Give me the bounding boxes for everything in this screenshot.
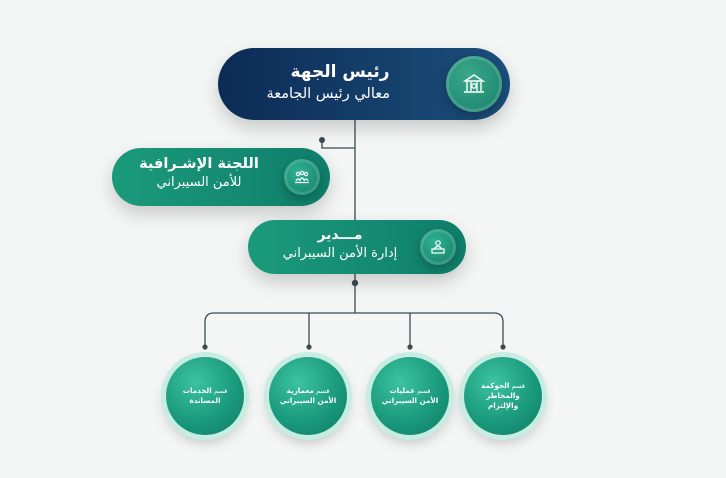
dept-name-line3: والإلتزام bbox=[487, 400, 519, 410]
manager-subtitle: إدارة الأمن السيبراني bbox=[282, 246, 398, 261]
committee-node-dot bbox=[319, 137, 325, 143]
committee-text: اللجنة الإشـرافية للأمن السيبراني bbox=[128, 156, 270, 190]
university-building-icon bbox=[446, 56, 502, 112]
dept-prefix: قسم bbox=[417, 387, 431, 396]
dept-name-line2: الأمن السيبراني bbox=[381, 396, 439, 406]
dept-prefix: قسم bbox=[316, 387, 330, 396]
committee-subtitle: للأمن السيبراني bbox=[156, 175, 242, 190]
committee-node: اللجنة الإشـرافية للأمن السيبراني bbox=[112, 148, 330, 206]
head-title: رئيس الجهة bbox=[290, 62, 390, 82]
department-operations-circle: قسم عمليات الأمن السيبراني bbox=[371, 357, 449, 435]
manager-text: مـــدير إدارة الأمن السيبراني bbox=[272, 227, 408, 261]
dept-name-line1: معمارية bbox=[286, 386, 314, 396]
dept-name-line1: الحوكمة bbox=[481, 381, 510, 391]
manager-node: مـــدير إدارة الأمن السيبراني bbox=[248, 220, 466, 274]
dept-name-line2: المساندة bbox=[189, 396, 221, 406]
head-subtitle: معالي رئيس الجامعة bbox=[266, 86, 390, 102]
department-bus-line bbox=[204, 312, 504, 345]
dept-name-line2: الأمن السيبراني bbox=[279, 396, 337, 406]
manager-desk-icon bbox=[420, 229, 456, 265]
manager-title: مـــدير bbox=[317, 227, 363, 243]
dept-name-line1: عمليات bbox=[389, 386, 415, 396]
department-governance-circle: قسم الحوكمة والمخاطر والإلتزام bbox=[464, 357, 542, 435]
dept-dot-2 bbox=[407, 344, 413, 350]
dept-prefix: قسم bbox=[511, 382, 525, 391]
department-support-services-circle: قسم الخدمات المساندة bbox=[166, 357, 244, 435]
dept-name-line2: والمخاطر bbox=[486, 391, 520, 401]
dept-prefix: قسم bbox=[213, 387, 228, 396]
head-node: رئيس الجهة معالي رئيس الجامعة bbox=[218, 48, 510, 120]
committee-title: اللجنة الإشـرافية bbox=[139, 156, 259, 172]
committee-branch-line bbox=[321, 140, 355, 149]
dept-dot-3 bbox=[306, 344, 312, 350]
committee-group-icon bbox=[284, 159, 320, 195]
department-architecture-circle: قسم معمارية الأمن السيبراني bbox=[269, 357, 347, 435]
manager-node-dot bbox=[351, 279, 359, 287]
dept-dot-4 bbox=[202, 344, 208, 350]
dept-name-line1: الخدمات bbox=[182, 386, 212, 396]
head-text: رئيس الجهة معالي رئيس الجامعة bbox=[266, 62, 390, 102]
dept-dot-1 bbox=[500, 344, 506, 350]
